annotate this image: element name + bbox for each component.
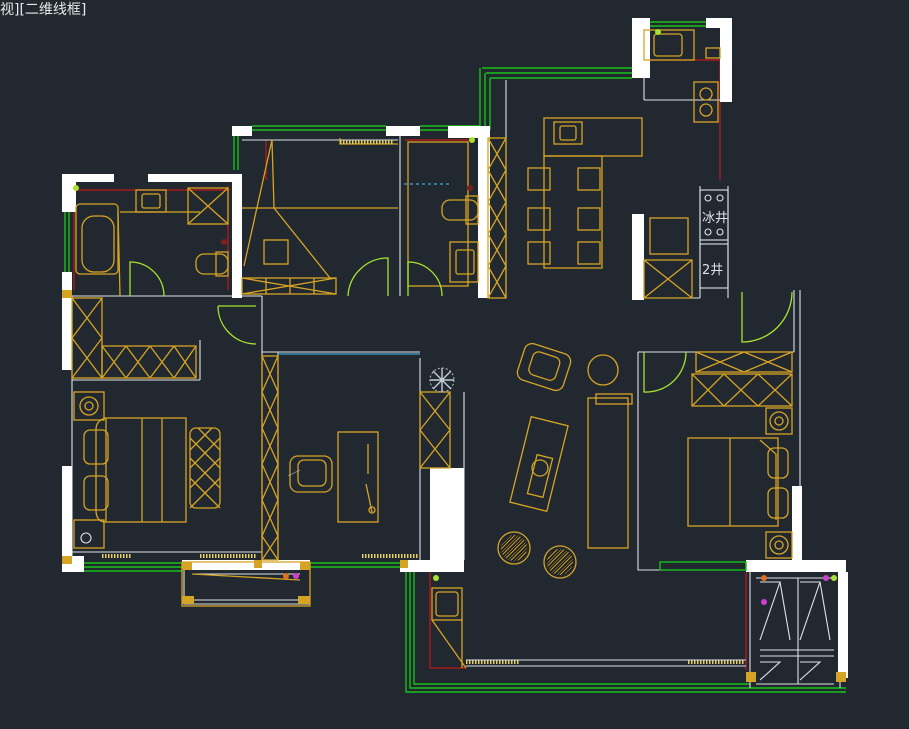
- fridge-label: 冰井: [702, 211, 728, 226]
- balcony-right: [746, 575, 846, 682]
- bedroom-left: [71, 297, 257, 558]
- plant-icon: [429, 367, 455, 393]
- balcony-left: [181, 561, 311, 607]
- walls: [62, 18, 848, 678]
- laundry-area: [431, 575, 467, 669]
- shaft-label: 2井: [702, 263, 723, 278]
- dining-area: [527, 117, 693, 299]
- study-room: [261, 353, 451, 561]
- viewport-label: 视][二维线框]: [0, 2, 87, 18]
- bathroom-left: [73, 185, 229, 297]
- corner-markers: [62, 290, 408, 568]
- living-room: [466, 342, 744, 664]
- bedroom-right: [643, 291, 793, 571]
- kitchen: [643, 29, 721, 123]
- shelf-column-top: [487, 137, 507, 299]
- bathroom-middle: [404, 137, 479, 297]
- fridge-shaft: 冰井 2井: [699, 189, 729, 289]
